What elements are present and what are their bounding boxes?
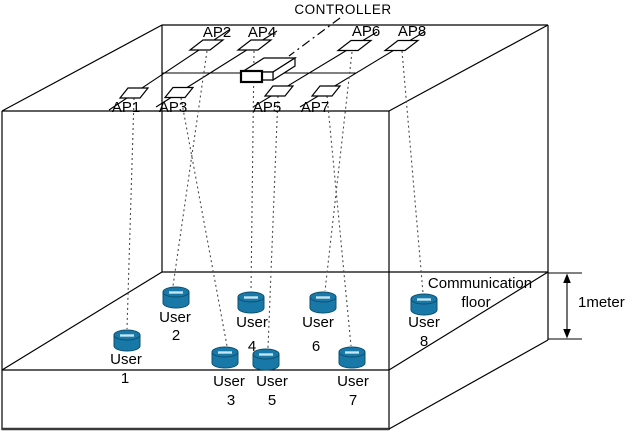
- user1-label: User: [110, 351, 142, 368]
- communication-floor: [1, 271, 549, 371]
- ceiling-left-edge: [1, 24, 163, 112]
- user4-label: User: [236, 314, 268, 331]
- user4: User 4: [236, 291, 268, 355]
- ceiling-right-edge: [388, 24, 549, 112]
- user3-number: 3: [227, 392, 235, 409]
- user6-label: User: [302, 314, 334, 331]
- user7: User 7: [337, 346, 369, 409]
- user8: User 8: [408, 293, 440, 350]
- user3-label: User: [213, 373, 245, 390]
- height-label: 1meter: [578, 294, 625, 311]
- user7-number: 7: [349, 392, 357, 409]
- floor-left-edge: [1, 271, 163, 371]
- arrow-down-icon: [563, 329, 571, 339]
- ap4-icon: [236, 39, 273, 51]
- ap5-label: AP5: [253, 99, 281, 116]
- floor-right-edge: [388, 271, 549, 371]
- ap1-label: AP1: [112, 99, 140, 116]
- user5-label: User: [256, 373, 288, 390]
- arrow-up-icon: [563, 273, 571, 283]
- user5-number: 5: [268, 392, 276, 409]
- ap8-label: AP8: [398, 23, 426, 40]
- link-ap6-user6: [324, 51, 353, 292]
- user2-label: User: [159, 309, 191, 326]
- link-ap4-user4: [250, 50, 255, 292]
- ap6-label: AP6: [352, 23, 380, 40]
- user5: User 5: [252, 348, 288, 409]
- ap2-icon: [188, 39, 225, 51]
- user8-number: 8: [420, 333, 428, 350]
- room-box: [1, 24, 549, 431]
- user6: User 6: [302, 291, 337, 355]
- user1: User 1: [110, 329, 142, 387]
- controller: CONTROLLER: [239, 2, 391, 84]
- link-ap8-user8: [401, 50, 424, 294]
- access-points: AP1 AP2 AP3 AP4 AP5 AP6 AP7 AP8: [112, 23, 426, 116]
- ap4-label: AP4: [248, 24, 276, 41]
- link-ap5-user5: [267, 95, 279, 349]
- ap5-icon: [263, 85, 295, 97]
- floor-label-line2: floor: [461, 294, 490, 311]
- floor-label-line1: Communication: [428, 275, 532, 292]
- user7-label: User: [337, 373, 369, 390]
- user1-number: 1: [121, 370, 129, 387]
- controller-box-endcap: [239, 69, 264, 84]
- ap2-label: AP2: [203, 24, 231, 41]
- user3: User 3: [211, 346, 245, 409]
- ap3-icon: [163, 86, 195, 99]
- ap7-icon: [310, 85, 342, 97]
- user4-number: 4: [248, 338, 256, 355]
- ap6-icon: [336, 39, 373, 52]
- height-dimension: 1meter: [548, 272, 625, 340]
- link-ap1-user1: [126, 97, 135, 330]
- user8-label: User: [408, 314, 440, 331]
- controller-label: CONTROLLER: [294, 2, 391, 17]
- link-ap7-user7: [326, 95, 352, 347]
- floor-annotation: Communication floor: [428, 275, 532, 311]
- users: User 1 User 2 User 3 User 4: [110, 286, 440, 409]
- ap8-icon: [383, 39, 420, 52]
- ap-user-links: [126, 50, 424, 349]
- user2: User 2: [159, 286, 191, 344]
- user6-number: 6: [312, 338, 320, 355]
- ap7-label: AP7: [301, 99, 329, 116]
- link-ap3-user3: [180, 97, 228, 347]
- ap3-label: AP3: [159, 99, 187, 116]
- user2-number: 2: [172, 327, 180, 344]
- ap1-icon: [118, 87, 150, 99]
- slab-bottom-right-edge: [388, 339, 549, 430]
